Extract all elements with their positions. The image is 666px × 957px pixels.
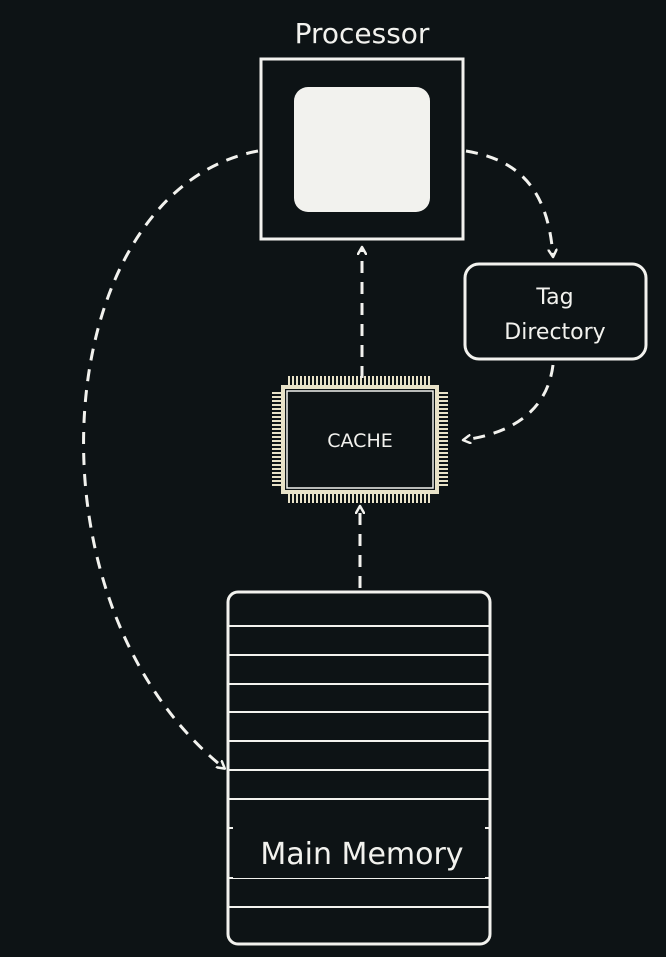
processor-outer-frame <box>259 57 465 241</box>
main-memory-label: Main Memory <box>260 837 463 872</box>
processor-label: Processor <box>295 17 430 50</box>
tag-directory-block: Tag Directory <box>463 262 648 361</box>
main-memory-block: Main Memory <box>226 590 492 946</box>
arrow-processor-to-main-memory <box>82 149 259 768</box>
processor-core <box>294 87 430 212</box>
arrow-tag-directory-to-cache <box>464 364 555 440</box>
tag-directory-box <box>463 262 648 361</box>
cache-chip-body <box>281 385 439 494</box>
arrow-processor-to-tag-directory <box>465 149 553 256</box>
main-memory-box <box>226 590 492 946</box>
cache-chip: CACHE <box>272 376 448 503</box>
cache-label: CACHE <box>327 430 393 452</box>
processor-block <box>259 57 465 241</box>
memory-rows <box>229 625 489 908</box>
main-memory-label-backdrop <box>233 826 485 878</box>
tag-directory-label-line2: Directory <box>504 320 605 345</box>
tag-directory-label-line1: Tag <box>535 285 573 310</box>
cache-chip-inner <box>286 390 434 489</box>
